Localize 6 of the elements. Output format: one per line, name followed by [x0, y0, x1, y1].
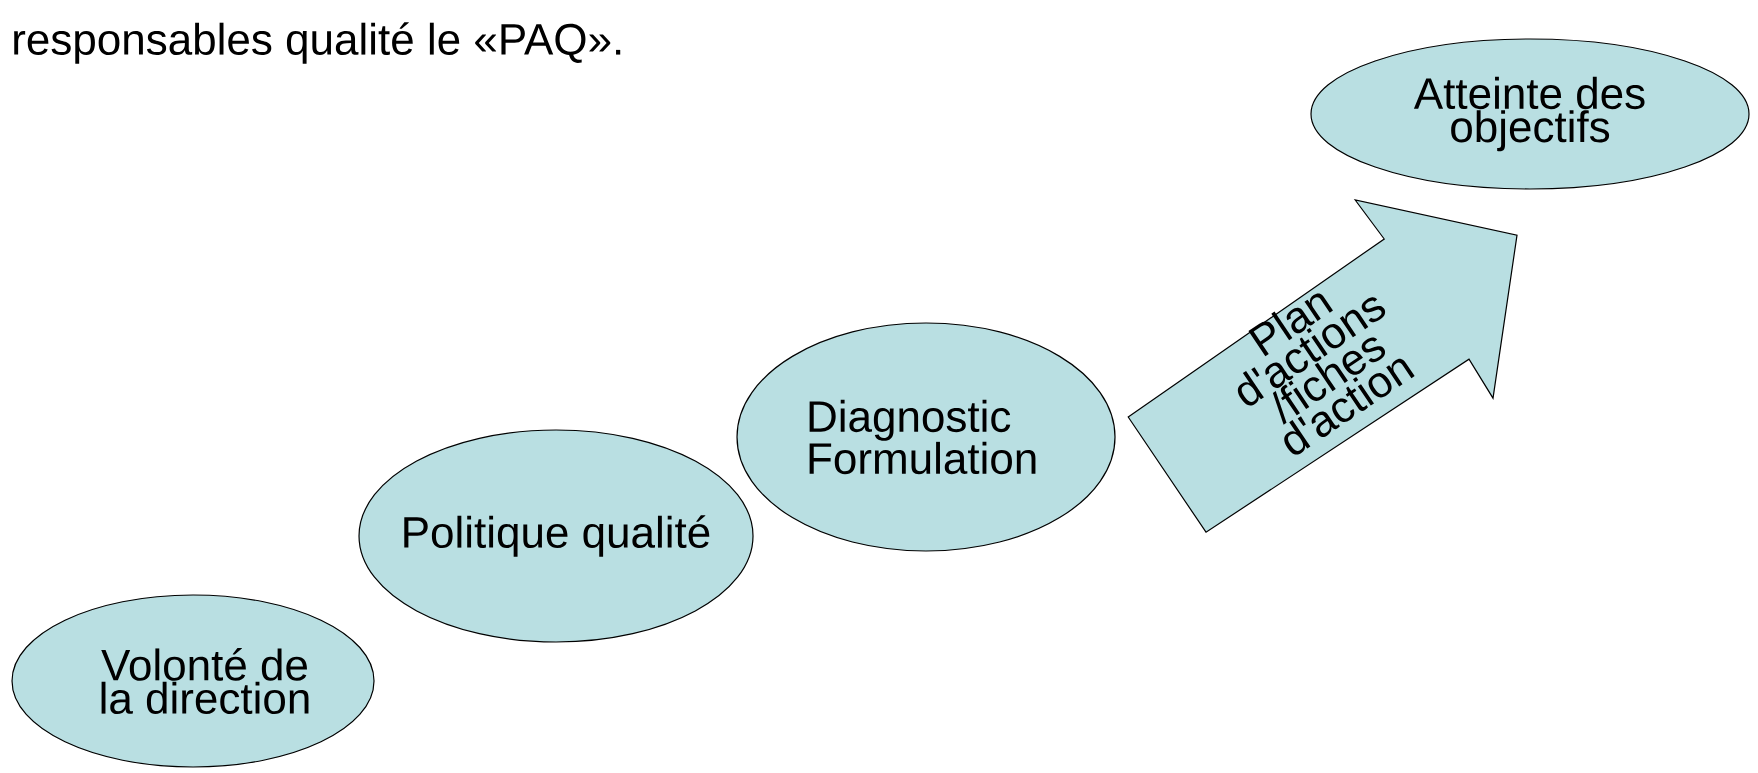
- block-arrow: [1127, 199, 1518, 533]
- ellipse-node: Volonté de la direction: [11, 594, 375, 768]
- heading-text: responsables qualité le «PAQ».: [14, 22, 621, 64]
- ellipse-node: Politique qualité: [358, 429, 754, 643]
- ellipse-node: Diagnostic Formulation: [736, 322, 1116, 552]
- ellipse-node: Atteinte des objectifs: [1310, 38, 1750, 190]
